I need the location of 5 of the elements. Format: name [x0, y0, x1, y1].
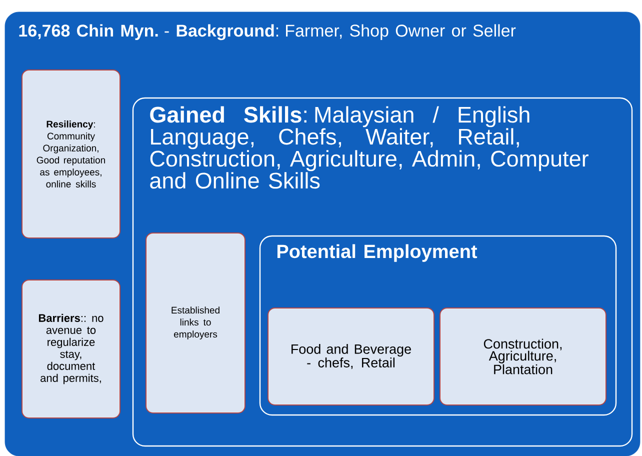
info-box: Food and Beverage - chefs, Retail: [268, 308, 434, 406]
info-box: Established links to employers: [146, 232, 246, 414]
info-box: Construction, Agriculture, Plantation: [440, 308, 606, 406]
info-box: Resiliency: Community Organization, Good reputation as employees, online skills: [22, 70, 120, 238]
info-box: Barriers:: no avenue to regularize stay, document and permits,: [22, 280, 120, 418]
